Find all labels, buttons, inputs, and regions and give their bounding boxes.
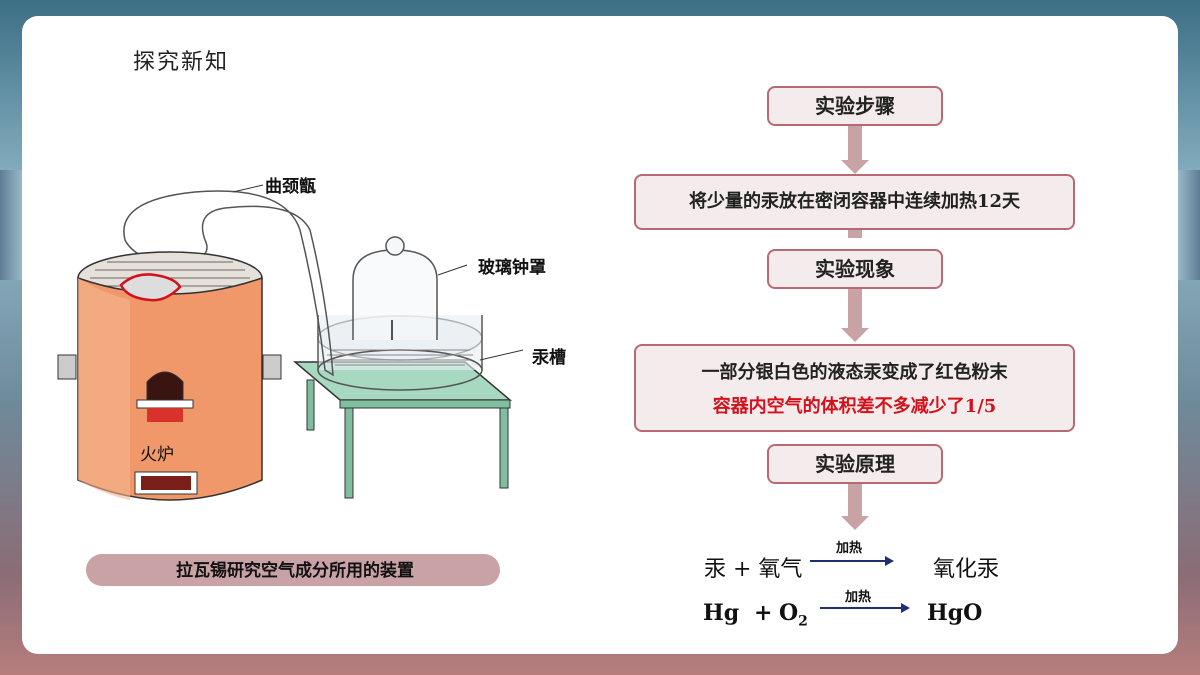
flow-arrow-shaft <box>848 126 862 162</box>
step-observation-title: 实验现象 <box>815 257 895 281</box>
mercury-highlight <box>119 273 182 302</box>
flow-arrow-shaft <box>848 230 862 238</box>
observation-line-1: 一部分银白色的液态汞变成了红色粉末 <box>701 362 1008 383</box>
flow-arrow-head <box>841 516 869 530</box>
lavoisier-apparatus-illustration <box>57 184 524 501</box>
procedure-body-box: 将少量的汞放在密闭容器中连续加热12天 <box>634 174 1075 230</box>
word-equation-arrow <box>810 556 894 566</box>
section-title: 探究新知 <box>133 50 230 75</box>
step-box-principle: 实验原理 <box>767 444 943 484</box>
background-shelf-right <box>1178 170 1200 280</box>
symbol-equation-hg: Hg <box>703 600 740 626</box>
symbol-equation-arrow <box>820 603 910 613</box>
retort-neck-tube <box>123 190 334 377</box>
label-mercury-trough: 汞槽 <box>532 348 566 368</box>
step-principle-title: 实验原理 <box>815 452 895 476</box>
label-bell-jar: 玻璃钟罩 <box>478 258 546 278</box>
symbol-equation-plus: + <box>754 600 773 626</box>
observation-line-2: 容器内空气的体积差不多减少了1/5 <box>712 396 997 417</box>
flow-arrow-head <box>841 328 869 342</box>
apparatus-caption: 拉瓦锡研究空气成分所用的装置 <box>176 561 414 581</box>
step-box-observation: 实验现象 <box>767 249 943 289</box>
word-equation-product: 氧化汞 <box>933 557 1000 582</box>
caption-pill <box>86 554 500 586</box>
observation-body-box: 一部分银白色的液态汞变成了红色粉末 容器内空气的体积差不多减少了1/5 <box>634 344 1075 432</box>
label-furnace: 火炉 <box>140 445 174 465</box>
flow-arrow-shaft <box>848 289 862 329</box>
symbol-equation-condition: 加热 <box>845 590 872 605</box>
label-retort: 曲颈甑 <box>265 177 316 197</box>
symbol-equation-o2: O2 <box>779 600 808 630</box>
procedure-body-text: 将少量的汞放在密闭容器中连续加热12天 <box>688 191 1021 212</box>
flow-arrow-head <box>841 160 869 174</box>
step-procedure-title: 实验步骤 <box>815 94 895 118</box>
symbol-equation-product: HgO <box>927 600 983 626</box>
flow-arrow-shaft <box>848 484 862 518</box>
word-equation-reactants: 汞 + 氧气 <box>704 557 803 582</box>
table-leg <box>344 407 354 499</box>
furnace-window <box>146 371 184 406</box>
glass-bell-jar <box>352 249 438 340</box>
step-box-procedure: 实验步骤 <box>767 86 943 126</box>
word-equation-condition: 加热 <box>836 541 863 556</box>
background-shelf-left <box>0 170 22 280</box>
